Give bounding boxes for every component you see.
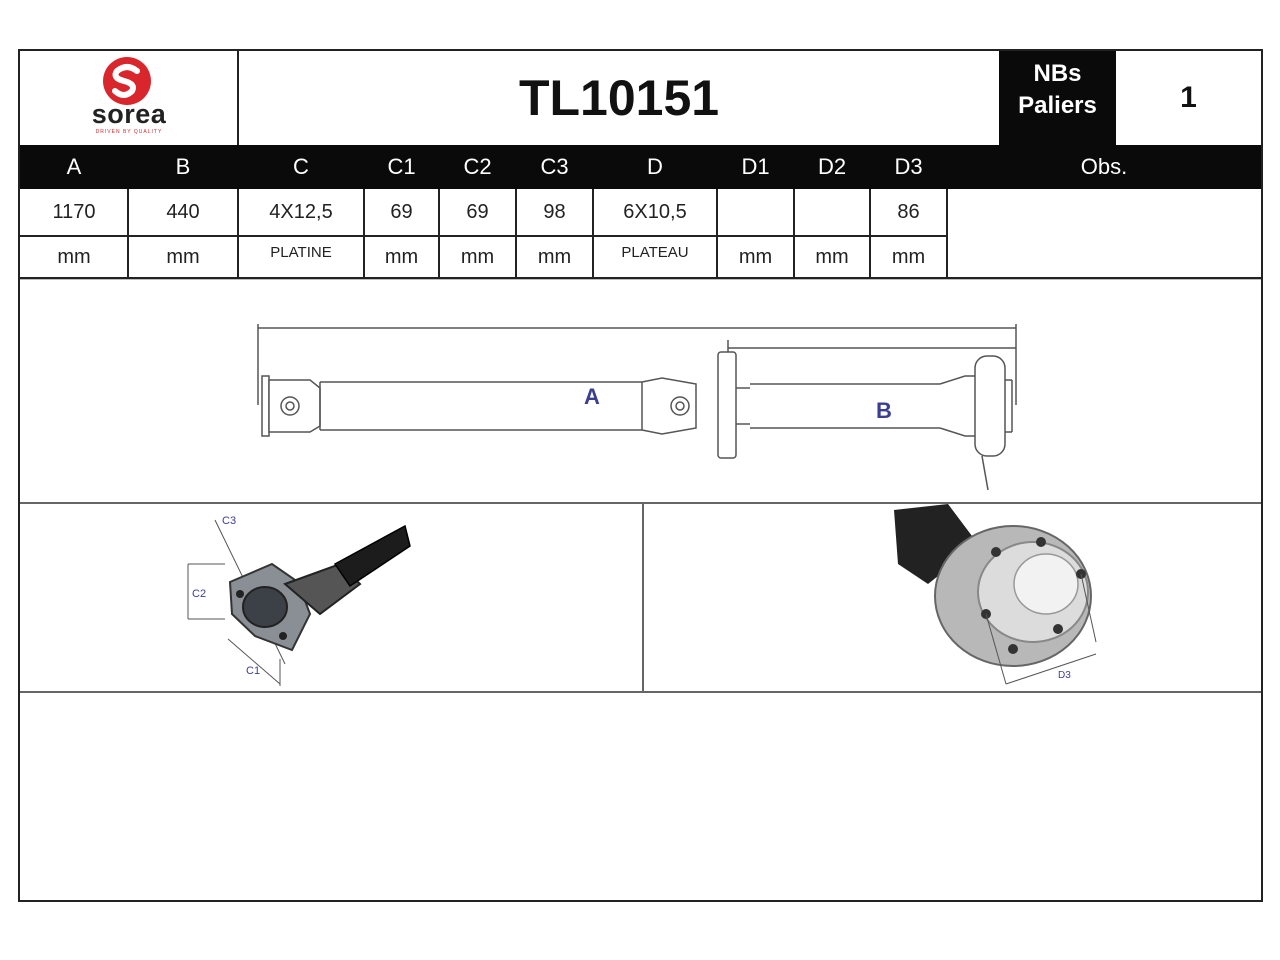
- brand-name: sorea: [91, 99, 167, 129]
- value-c: 4X12,5: [269, 200, 333, 223]
- cv-joint-detail-image: D3: [894, 504, 1097, 685]
- unit-c: PLATINE: [270, 243, 332, 261]
- value-c3: 98: [543, 200, 566, 223]
- paliers-label: Paliers: [1018, 92, 1097, 119]
- label-c: C: [278, 498, 294, 502]
- header-d: D: [647, 154, 663, 179]
- value-d: 6X10,5: [623, 200, 687, 223]
- value-d3: 86: [897, 200, 920, 223]
- unit-d1: mm: [738, 245, 773, 268]
- unit-d2: mm: [815, 245, 849, 268]
- label-c1-detail: C1: [246, 665, 260, 677]
- value-a: 1170: [52, 200, 96, 223]
- header-c2: C2: [463, 154, 492, 179]
- unit-d3: mm: [891, 245, 926, 268]
- header-a: A: [66, 154, 82, 179]
- nbs-paliers-value: 1: [1180, 81, 1197, 114]
- header-c: C: [293, 154, 309, 179]
- unit-c1: mm: [384, 245, 419, 268]
- value-c2: 69: [466, 200, 489, 223]
- flange-detail-image: C3 C2 C1: [187, 515, 411, 686]
- value-b: 440: [166, 200, 200, 223]
- header-row: [20, 145, 1261, 189]
- header-c3: C3: [540, 154, 569, 179]
- header-b: B: [175, 154, 191, 179]
- value-d2: [794, 189, 870, 235]
- label-b: B: [876, 398, 892, 423]
- label-c2-detail: C2: [192, 588, 206, 600]
- header-d3: D3: [894, 154, 923, 179]
- header-d2: D2: [817, 154, 847, 179]
- sorea-logo-icon: [103, 57, 151, 105]
- unit-b: mm: [166, 245, 200, 268]
- value-d1: [717, 189, 794, 235]
- unit-c2: mm: [460, 245, 495, 268]
- nbs-paliers-label: NBs Paliers: [999, 51, 1116, 145]
- header-c1: C1: [387, 154, 416, 179]
- header-d1: D1: [741, 154, 770, 179]
- value-c1: 69: [390, 200, 413, 223]
- driveshaft-diagram: A B C D: [257, 324, 1017, 502]
- part-number-title: TL10151: [518, 70, 720, 126]
- spec-sheet: sorea DRIVEN BY QUALITY TL10151 NBs Pali…: [18, 49, 1263, 902]
- label-a: A: [584, 384, 600, 409]
- unit-d: PLATEAU: [621, 243, 689, 261]
- unit-c3: mm: [537, 245, 572, 268]
- brand-logo: sorea DRIVEN BY QUALITY: [20, 51, 238, 145]
- label-c3-detail: C3: [222, 515, 236, 527]
- nbs-label: NBs: [1033, 60, 1082, 87]
- unit-a: mm: [57, 245, 91, 268]
- header-obs: Obs.: [1080, 154, 1128, 179]
- label-d3-detail: D3: [1058, 670, 1071, 681]
- brand-tagline: DRIVEN BY QUALITY: [95, 129, 163, 135]
